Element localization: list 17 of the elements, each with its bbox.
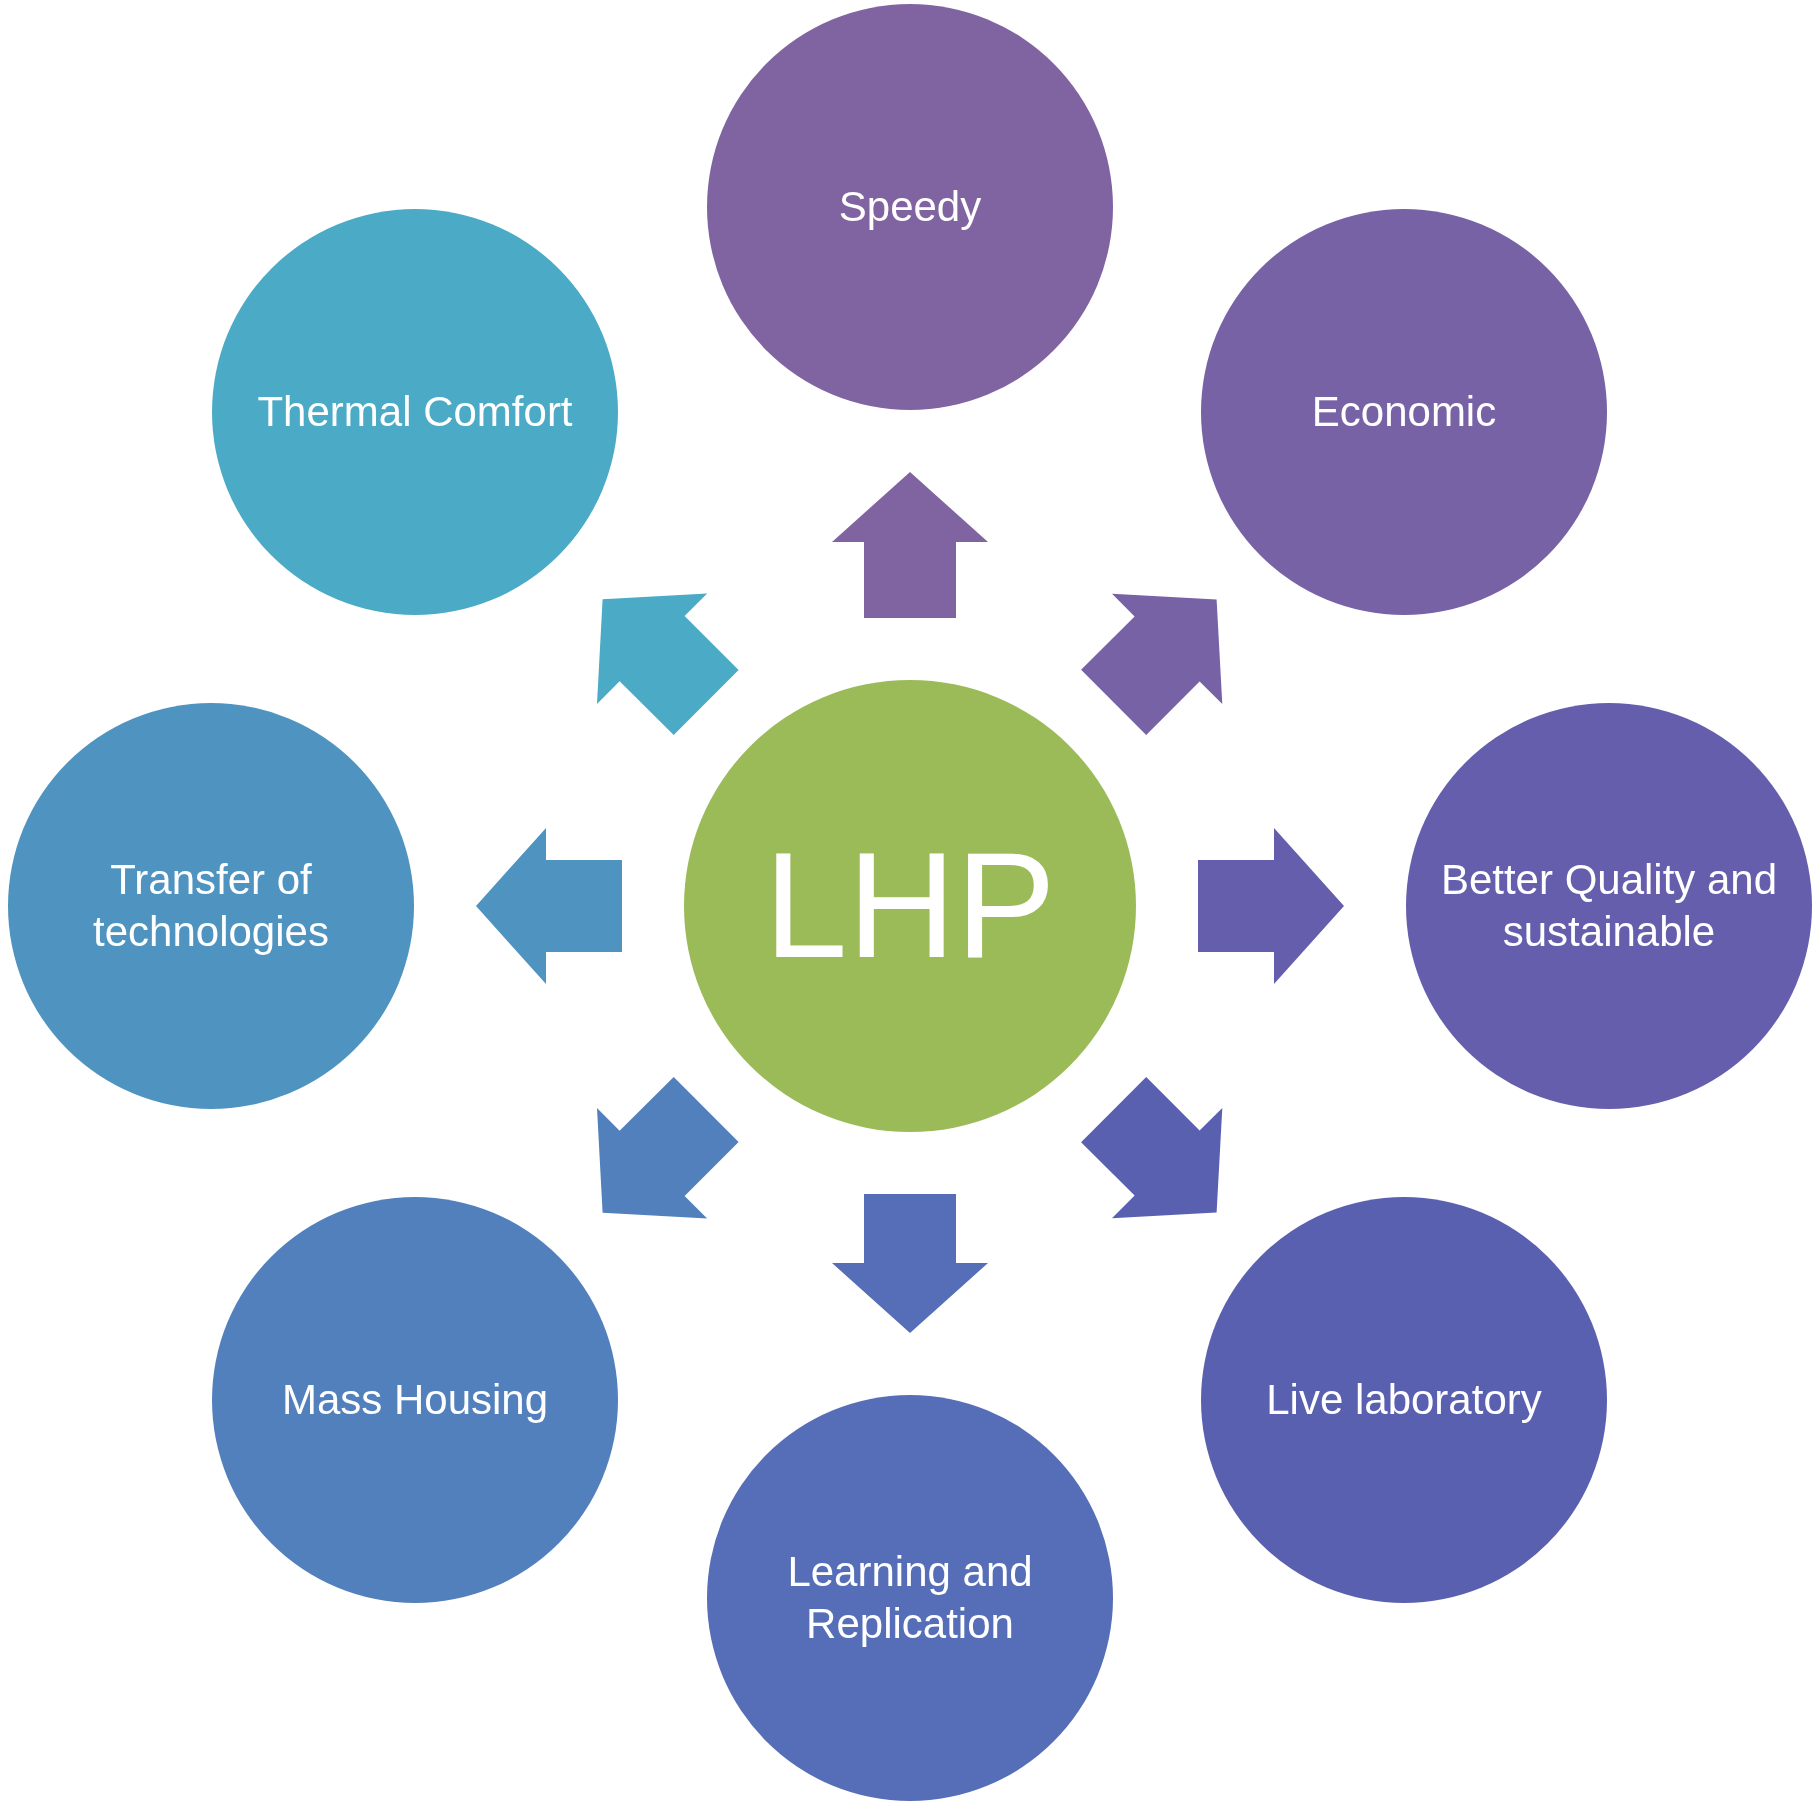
block-arrow [597,1076,739,1219]
block-arrow [1081,593,1223,735]
node-label: Speedy [838,181,982,232]
node-label: Economic [1311,386,1497,437]
node-label: Mass Housing [281,1374,549,1425]
block-arrow [832,472,988,618]
block-arrow [1081,1077,1223,1219]
node-label: Learning and Replication [786,1546,1034,1649]
node-label: Live laboratory [1266,1374,1542,1425]
node-label: Transfer of technologies [92,854,330,957]
node-label: Thermal Comfort [257,386,573,437]
node-label: LHP [764,820,1056,992]
node-label: Better Quality and sustainable [1439,854,1779,957]
block-arrow [1198,828,1344,984]
block-arrow [832,1194,988,1333]
block-arrow [597,593,739,736]
block-arrow [476,828,622,984]
